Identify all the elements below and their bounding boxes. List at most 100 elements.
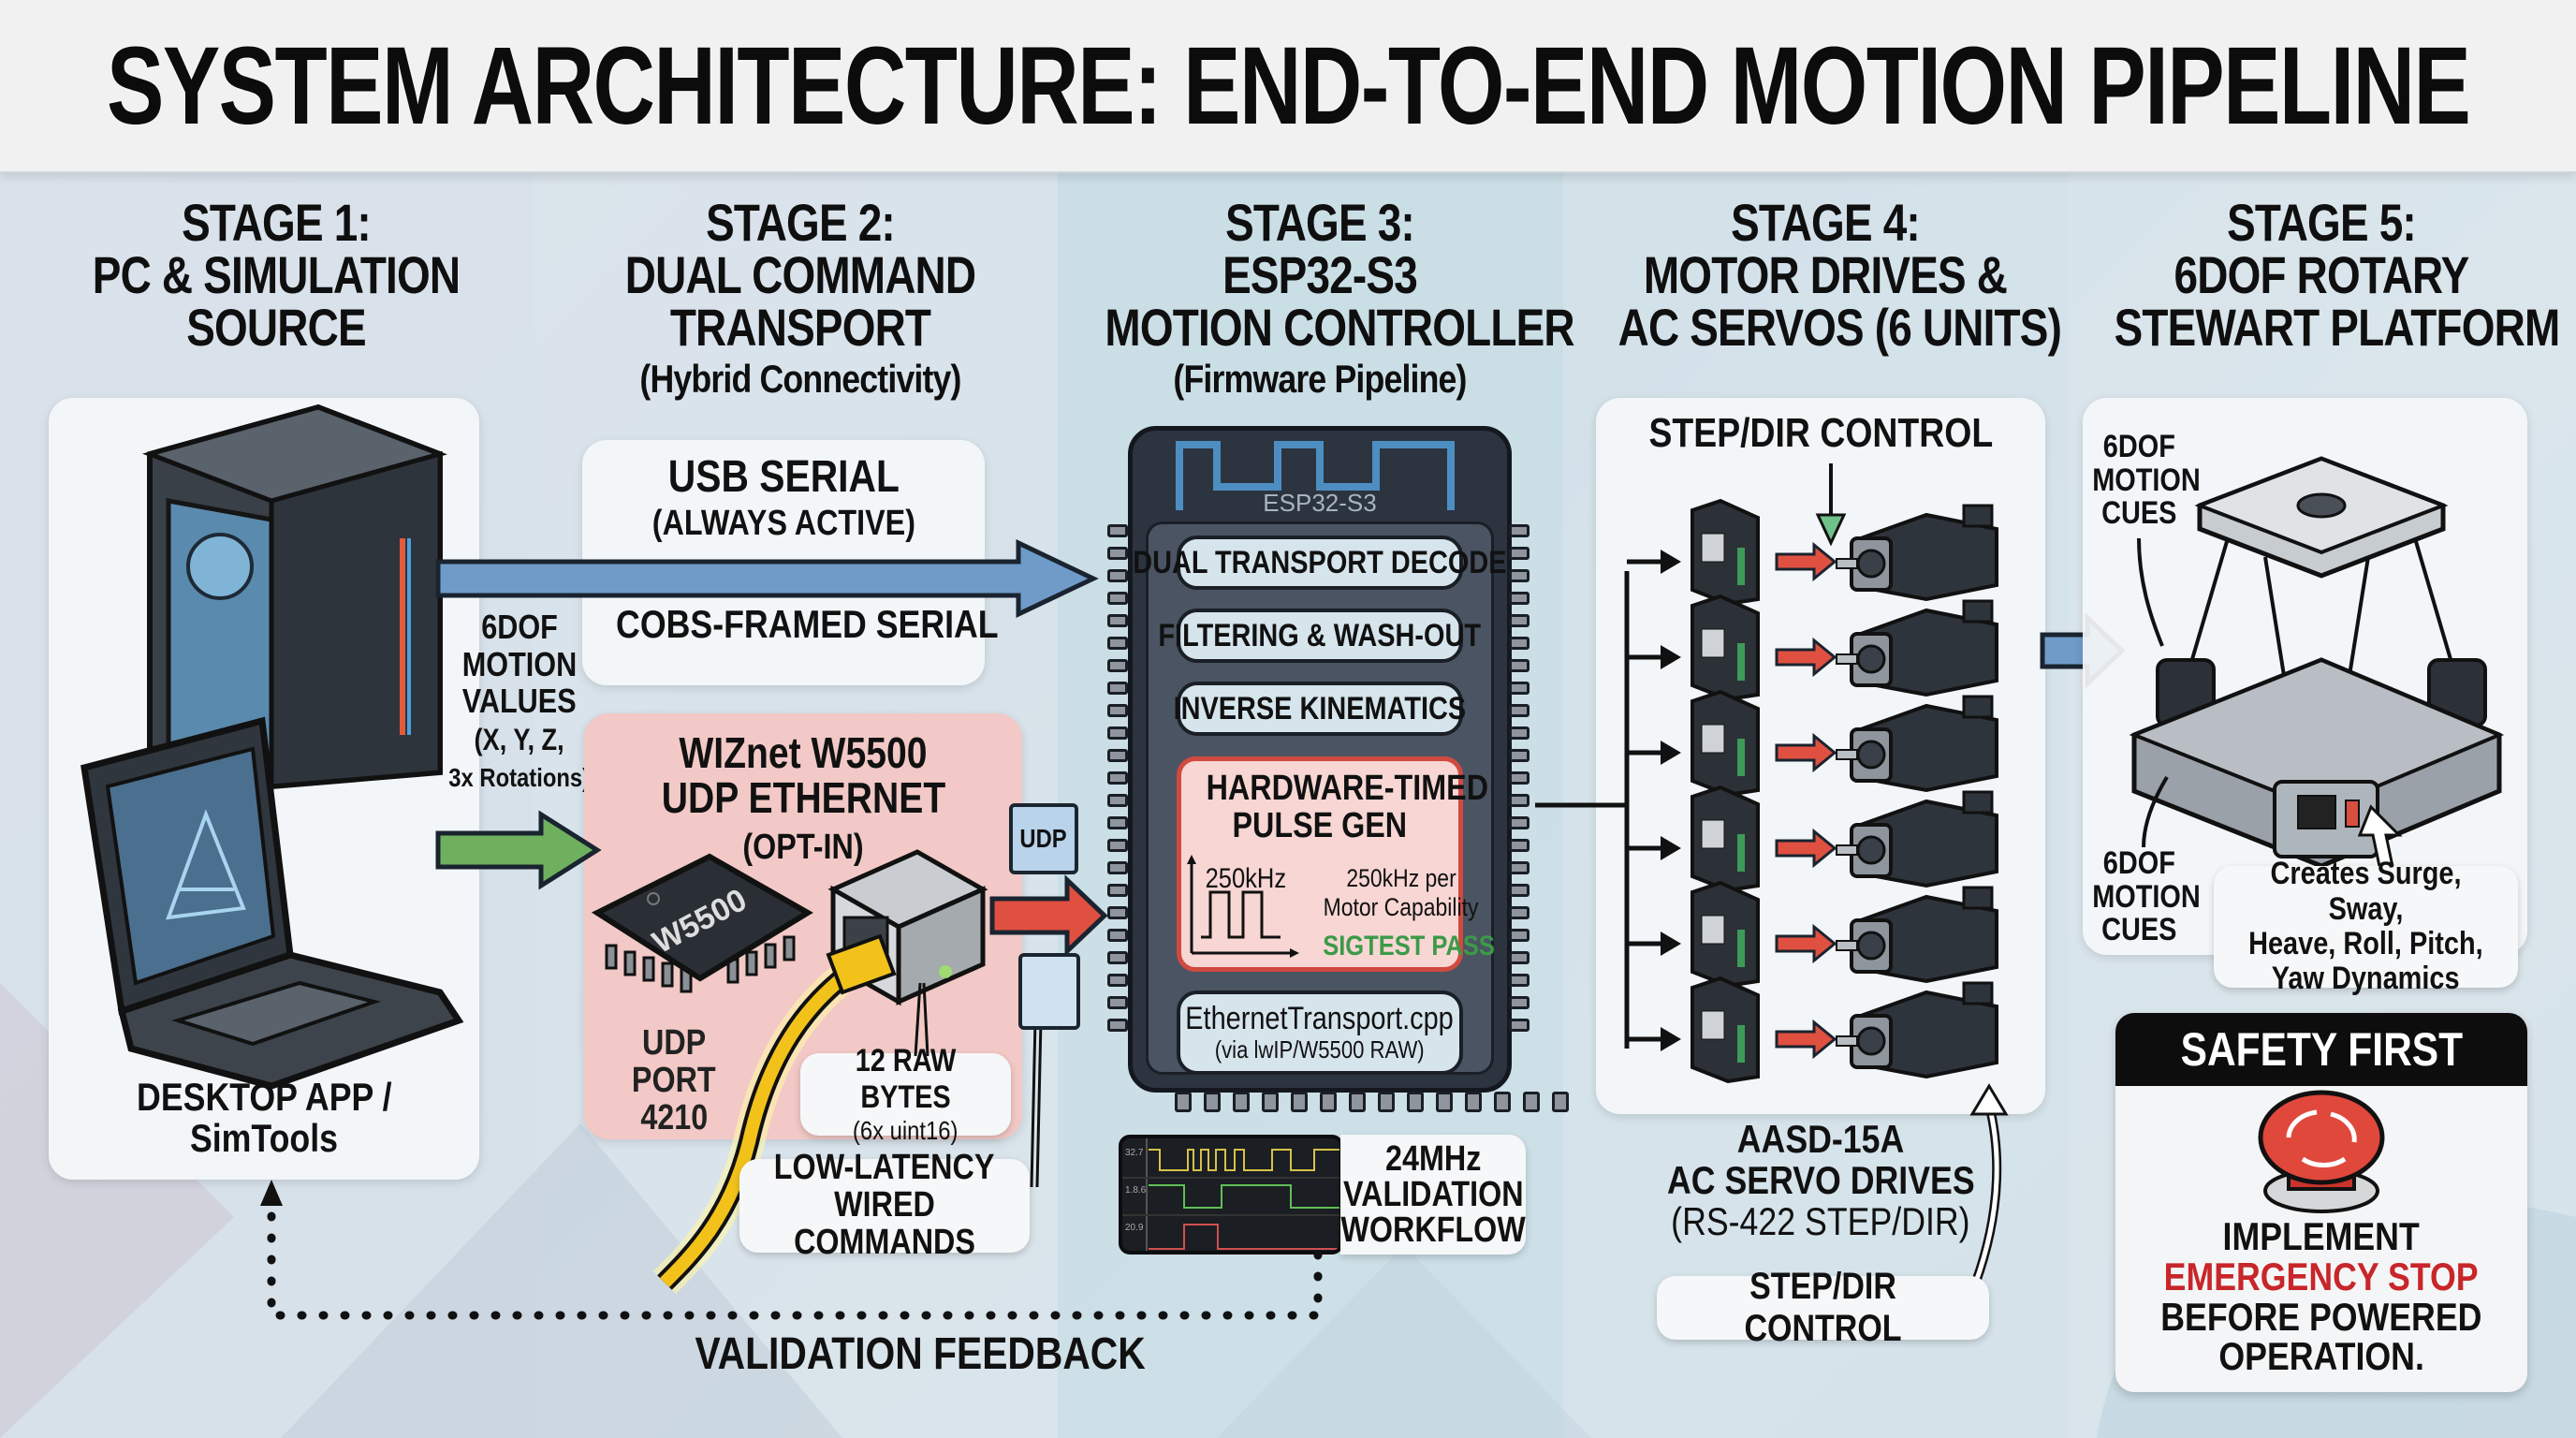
bus-branch-arrow	[1627, 1027, 1681, 1051]
motion-cues-bottom: 6DOF MOTION CUES	[2092, 845, 2201, 948]
esp32-right-pins	[1509, 524, 1530, 1032]
safety-first-card: SAFETY FIRST IMPLEMENT EMERGENCY STOP BE…	[2115, 1013, 2527, 1392]
esp32-bottom-pins	[1175, 1092, 1569, 1112]
bus-branch-arrow	[1627, 932, 1681, 956]
stewart-platform-icon	[2129, 456, 2505, 869]
logic-analyzer-panel: 32.7 1.8.6 20.9	[1119, 1135, 1343, 1255]
pulse-gen-title: HARDWARE-TIMED PULSE GEN	[1206, 769, 1489, 845]
motion-cues-leader-bottom	[2142, 775, 2169, 848]
channel-label-3: 20.9	[1125, 1223, 1144, 1233]
drive-to-motor-arrow	[1775, 637, 1837, 678]
stage5-heading: STAGE 5: 6DOF ROTARY STEWART PLATFORM	[2069, 197, 2574, 354]
logic-analyzer-traces	[1122, 1138, 1339, 1251]
safety-message: IMPLEMENT EMERGENCY STOP BEFORE POWERED …	[2160, 1214, 2482, 1379]
ac-servo-motor-icon	[1836, 790, 1998, 888]
udp-packet-tag: UDP	[1009, 803, 1078, 874]
emergency-stop-text: EMERGENCY STOP	[2164, 1254, 2479, 1299]
validation-feedback-label: VALIDATION FEEDBACK	[695, 1329, 1146, 1379]
motion-values-label: 6DOF MOTION VALUES (X, Y, Z, 3x Rotation…	[448, 608, 591, 793]
bus-branch-arrow	[1627, 645, 1681, 669]
bus-branch-arrow	[1627, 550, 1681, 574]
udp-port-label: UDP PORT 4210	[632, 1023, 716, 1137]
pulse-gen-panel: HARDWARE-TIMED PULSE GEN 250kHz 250kHz p…	[1177, 756, 1495, 972]
udp-ethernet-title: WIZnet W5500 UDP ETHERNET (OPT-IN)	[661, 728, 945, 867]
sigtest-pass-status: SIGTEST PASS	[1323, 931, 1495, 961]
drive-to-motor-arrow	[1775, 923, 1837, 964]
stage1-heading-line1: STAGE 1:	[182, 193, 372, 252]
stage1-heading: STAGE 1: PC & SIMULATION SOURCE	[19, 197, 534, 354]
stage3-heading-line2: ESP32-S3	[1222, 245, 1418, 304]
step-dir-control-bottom: STEP/DIR CONTROL	[1657, 1266, 1989, 1349]
drive-to-motor-arrow	[1775, 1019, 1837, 1060]
ac-servo-motor-icon	[1836, 695, 1998, 793]
stage5-heading-line1: STAGE 5:	[2227, 193, 2417, 252]
ac-servo-motor-icon	[1836, 599, 1998, 697]
esp32-die: DUAL TRANSPORT DECODE FILTERING & WASH-O…	[1133, 521, 1507, 1075]
usb-serial-arrow	[435, 539, 1099, 618]
stage2-heading-line1: STAGE 2:	[706, 193, 896, 252]
w5500-chip-icon: W5500	[591, 853, 813, 993]
stage4-heading-line1: STAGE 4:	[1731, 193, 1921, 252]
page-title: SYSTEM ARCHITECTURE: END-TO-END MOTION P…	[106, 23, 2471, 148]
raw-bytes-callout: 12 RAW BYTES (6x uint16)	[800, 1043, 1011, 1145]
stage2-heading-line3: TRANSPORT	[669, 298, 931, 357]
servo-unit-row	[1627, 498, 1998, 607]
stage5-heading-line2: 6DOF ROTARY	[2174, 245, 2470, 304]
esp32-chip-name: ESP32-S3	[1263, 489, 1377, 517]
stage3-subheading: (Firmware Pipeline)	[1173, 357, 1467, 401]
esp32-chip: ESP32-S3 DUAL TRANSPORT DECODE FILTERING…	[1128, 426, 1512, 1093]
channel-label-2: 1.8.6	[1125, 1185, 1147, 1196]
drive-to-motor-arrow	[1775, 541, 1837, 582]
udp-output-arrow	[989, 874, 1108, 957]
title-bar: SYSTEM ARCHITECTURE: END-TO-END MOTION P…	[0, 0, 2576, 173]
servo-drive-icon	[1690, 785, 1760, 893]
stage1-heading-line3: SOURCE	[186, 298, 366, 357]
stage2-heading: STAGE 2: DUAL COMMAND TRANSPORT (Hybrid …	[543, 197, 1058, 399]
servo-drive-icon	[1690, 689, 1760, 798]
ac-servo-motor-icon	[1836, 886, 1998, 984]
bus-branch-arrow	[1627, 836, 1681, 860]
pipeline-step-filtering: FILTERING & WASH-OUT	[1159, 609, 1481, 663]
emergency-stop-button-icon	[2258, 1090, 2385, 1213]
servo-unit-row	[1627, 880, 1998, 989]
servo-drive-icon	[1690, 880, 1760, 989]
stage3-heading-line1: STAGE 3:	[1225, 193, 1415, 252]
ethernet-cable-icon	[652, 933, 897, 1295]
ac-servo-motor-icon	[1836, 504, 1998, 602]
desktop-tower-icon	[142, 404, 447, 790]
pipeline-step-inverse-kinematics: INVERSE KINEMATICS	[1174, 682, 1466, 736]
usb-serial-subtitle: (ALWAYS ACTIVE)	[651, 504, 915, 543]
bus-branch-arrow	[1627, 741, 1681, 765]
usb-serial-title: USB SERIAL	[667, 452, 900, 502]
esp32-left-pins	[1107, 524, 1128, 1032]
low-latency-callout: LOW-LATENCY WIRED COMMANDS	[739, 1149, 1030, 1261]
servo-unit-row	[1627, 785, 1998, 893]
stage5-heading-line3: STEWART PLATFORM	[2114, 298, 2561, 357]
rugged-laptop-icon	[80, 716, 464, 1090]
esp32-antenna-trace	[1176, 441, 1455, 510]
low-latency-leader-line	[1030, 1020, 1043, 1188]
aasd-drives-label: AASD-15A AC SERVO DRIVES (RS-422 STEP/DI…	[1666, 1117, 1975, 1244]
pipeline-step-transport-decode: DUAL TRANSPORT DECODE	[1133, 536, 1507, 590]
stage2-subheading: (Hybrid Connectivity)	[639, 357, 961, 401]
step-dir-up-arrow	[1966, 1083, 2009, 1299]
stage2-heading-line2: DUAL COMMAND	[624, 245, 976, 304]
udp-input-arrow	[435, 810, 602, 890]
desktop-app-label: DESKTOP APP / SimTools	[136, 1075, 392, 1161]
validation-workflow-label: 24MHz VALIDATION WORKFLOW	[1340, 1135, 1526, 1255]
pulse-waveform-icon	[1187, 855, 1299, 958]
motion-cues-top: 6DOF MOTION CUES	[2092, 429, 2201, 532]
raw-bytes-leader-line	[914, 982, 929, 1057]
servo-drive-icon	[1690, 594, 1760, 702]
motion-cues-leader-top	[2137, 537, 2164, 647]
stage1-heading-line2: PC & SIMULATION	[92, 245, 461, 304]
step-dir-control-top: STEP/DIR CONTROL	[1648, 410, 1993, 456]
channel-label-1: 32.7	[1125, 1148, 1144, 1158]
cobs-framed-label: COBS-FRAMED SERIAL	[616, 602, 999, 646]
stage3-heading-line3: MOTION CONTROLLER	[1105, 298, 1574, 357]
stage4-heading-line2: MOTOR DRIVES &	[1643, 245, 2008, 304]
drive-to-motor-arrow	[1775, 828, 1837, 869]
ethernet-transport-block: EthernetTransport.cpp (via lwIP/W5500 RA…	[1177, 990, 1463, 1075]
safety-first-header: SAFETY FIRST	[2115, 1013, 2527, 1086]
validation-feedback-path	[260, 1180, 1323, 1320]
